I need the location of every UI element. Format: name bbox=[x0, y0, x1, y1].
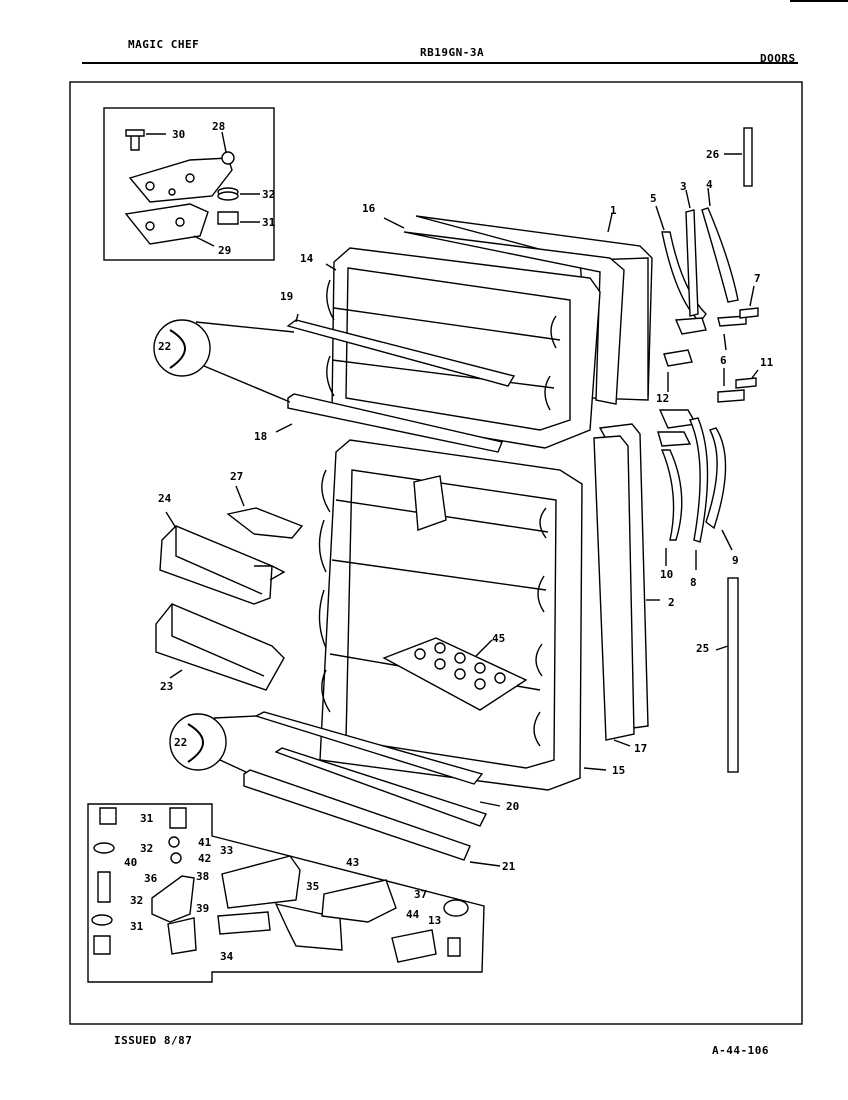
callout-31-bottom: 31 bbox=[130, 920, 144, 933]
issued-date: ISSUED 8/87 bbox=[114, 1034, 193, 1047]
callout-40: 40 bbox=[124, 856, 137, 869]
lower-shelf-bars bbox=[169, 711, 501, 867]
callout-24: 24 bbox=[158, 492, 172, 505]
callout-16: 16 bbox=[362, 202, 376, 215]
freezer-door-assembly bbox=[153, 213, 653, 453]
callout-43: 43 bbox=[346, 856, 359, 869]
top-hinge-inset bbox=[103, 107, 275, 261]
callout-11: 11 bbox=[760, 356, 774, 369]
callout-9: 9 bbox=[732, 554, 739, 567]
callout-34: 34 bbox=[220, 950, 234, 963]
brand-label: MAGIC CHEF bbox=[128, 38, 200, 51]
callout-41: 41 bbox=[198, 836, 212, 849]
callout-8: 8 bbox=[690, 576, 697, 589]
callout-18: 18 bbox=[254, 430, 267, 443]
callout-20: 20 bbox=[506, 800, 519, 813]
bottom-hinge-inset bbox=[87, 803, 485, 983]
callout-17: 17 bbox=[634, 742, 647, 755]
callout-25: 25 bbox=[696, 642, 709, 655]
callout-44: 44 bbox=[406, 908, 420, 921]
callout-13: 13 bbox=[428, 914, 441, 927]
callout-2: 2 bbox=[668, 596, 675, 609]
header-rule bbox=[82, 62, 798, 64]
callout-29: 29 bbox=[218, 244, 231, 257]
callout-23: 23 bbox=[160, 680, 173, 693]
callout-35: 35 bbox=[306, 880, 319, 893]
callout-38: 38 bbox=[196, 870, 209, 883]
callout-22-bottom: 22 bbox=[174, 736, 187, 749]
callout-31-top: 31 bbox=[262, 216, 276, 229]
door-bins bbox=[155, 485, 304, 691]
diagram-border bbox=[69, 81, 803, 1025]
callout-14: 14 bbox=[300, 252, 314, 265]
callout-32-top: 32 bbox=[262, 188, 275, 201]
callout-12: 12 bbox=[656, 392, 669, 405]
callout-33: 33 bbox=[220, 844, 233, 857]
callout-1: 1 bbox=[610, 204, 617, 217]
section-title: DOORS bbox=[760, 52, 796, 65]
callout-6: 6 bbox=[720, 354, 727, 367]
callout-32-bottom: 32 bbox=[130, 894, 143, 907]
model-number: RB19GN-3A bbox=[420, 46, 485, 59]
fresh-food-door-assembly bbox=[318, 423, 660, 791]
callout-10: 10 bbox=[660, 568, 673, 581]
callout-27: 27 bbox=[230, 470, 243, 483]
callout-31-mid: 31 bbox=[140, 812, 154, 825]
callout-4: 4 bbox=[706, 178, 713, 191]
callout-39: 39 bbox=[196, 902, 209, 915]
callout-5: 5 bbox=[650, 192, 657, 205]
callout-labels: 30 28 32 31 29 16 1 14 19 22 18 5 3 4 26… bbox=[124, 120, 774, 963]
callout-7: 7 bbox=[754, 272, 761, 285]
top-right-rule bbox=[790, 0, 848, 2]
drawing-code: A-44-106 bbox=[712, 1044, 769, 1057]
callout-22-top: 22 bbox=[158, 340, 171, 353]
callout-30: 30 bbox=[172, 128, 185, 141]
callout-37: 37 bbox=[414, 888, 427, 901]
callout-19: 19 bbox=[280, 290, 293, 303]
callout-45: 45 bbox=[492, 632, 505, 645]
callout-42: 42 bbox=[198, 852, 211, 865]
callout-26: 26 bbox=[706, 148, 720, 161]
callout-32-mid: 32 bbox=[140, 842, 153, 855]
callout-36: 36 bbox=[144, 872, 158, 885]
callout-3: 3 bbox=[680, 180, 687, 193]
callout-15: 15 bbox=[612, 764, 625, 777]
callout-21: 21 bbox=[502, 860, 516, 873]
callout-28: 28 bbox=[212, 120, 225, 133]
right-hardware bbox=[655, 127, 759, 773]
